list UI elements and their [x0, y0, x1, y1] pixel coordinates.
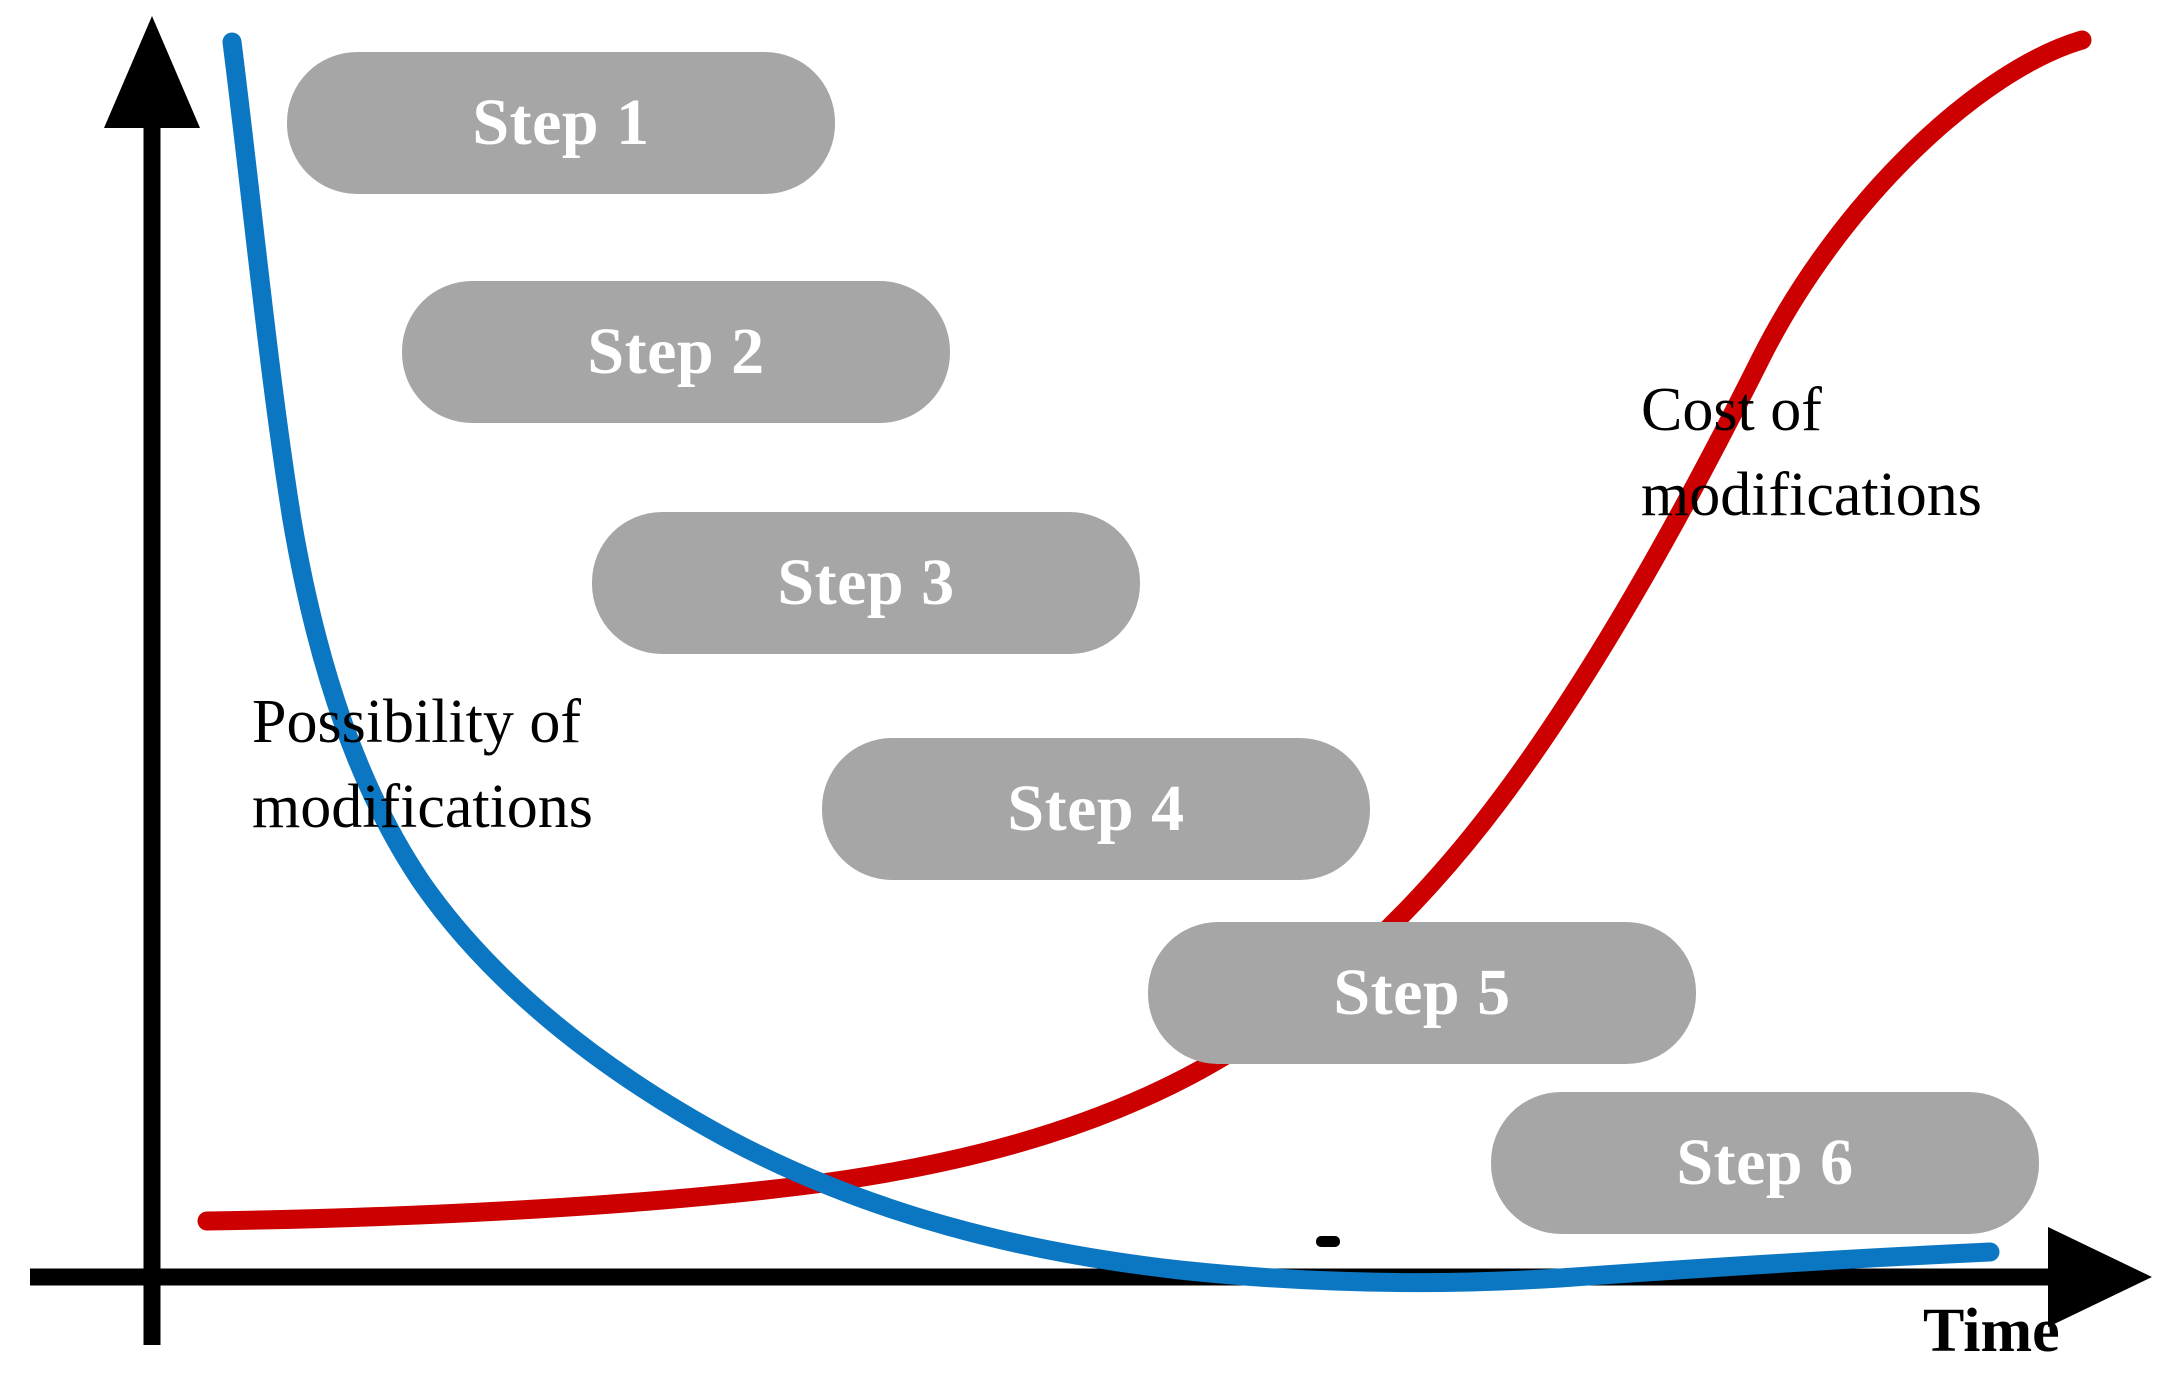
axis-tick-mark [1316, 1236, 1340, 1247]
axes-group [30, 16, 2152, 1345]
step-box-1[interactable]: Step 1 [287, 52, 835, 194]
step-label-6: Step 6 [1676, 1126, 1854, 1199]
step-box-6[interactable]: Step 6 [1491, 1092, 2039, 1234]
possibility-of-modifications-curve [222, 32, 2000, 1293]
step-label-3: Step 3 [777, 546, 955, 619]
step-box-5[interactable]: Step 5 [1148, 922, 1696, 1064]
step-label-2: Step 2 [587, 315, 765, 388]
possibility-curve-label-line2: modifications [252, 773, 593, 841]
possibility-curve-label-line1: Possibility of [252, 688, 582, 756]
horizontal-axis-arrow-icon [2048, 1227, 2152, 1327]
step-label-4: Step 4 [1007, 772, 1185, 845]
vertical-axis-arrow-icon [104, 16, 200, 128]
cost-curve-label-line2: modifications [1641, 461, 1982, 529]
step-label-1: Step 1 [472, 86, 650, 159]
cost-curve-label-line1: Cost of [1641, 376, 1822, 444]
cost-of-modifications-curve [197, 30, 2092, 1231]
step-box-2[interactable]: Step 2 [402, 281, 950, 423]
step-box-3[interactable]: Step 3 [592, 512, 1140, 654]
step-label-5: Step 5 [1333, 956, 1511, 1029]
step-box-4[interactable]: Step 4 [822, 738, 1370, 880]
x-axis-label: Time [1923, 1297, 2060, 1365]
